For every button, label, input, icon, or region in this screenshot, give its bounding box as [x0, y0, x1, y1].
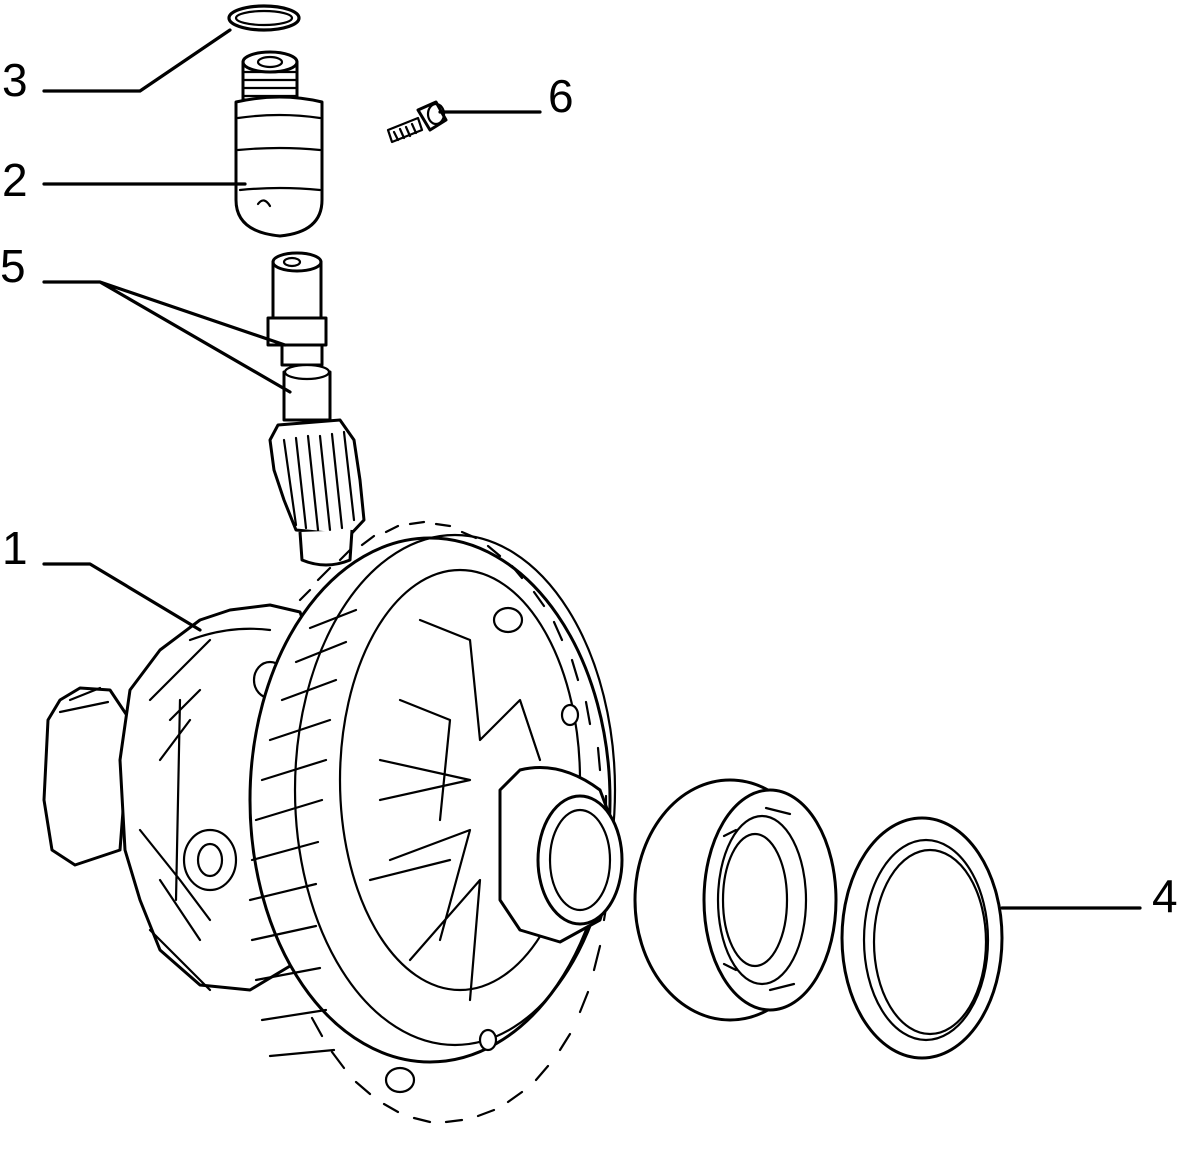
- leader-3: [42, 28, 232, 93]
- callout-labels: 3 2 5 1 6 4: [0, 54, 1178, 922]
- callout-3: 3: [2, 54, 28, 106]
- drive-shaft-pinion-part: [266, 251, 366, 567]
- seal-ring-part: [840, 816, 1004, 1060]
- ring-gear-teeth: [248, 520, 612, 1124]
- callout-4: 4: [1152, 870, 1178, 922]
- speedometer-bushing-part: [234, 50, 324, 238]
- differential-housing-part: [42, 520, 624, 1124]
- screw-part: [386, 100, 448, 144]
- o-ring-part: [227, 4, 301, 32]
- callout-2: 2: [2, 154, 28, 206]
- leader-lines: [42, 28, 1142, 910]
- taper-bearing-part: [633, 778, 838, 1022]
- callout-5: 5: [0, 240, 26, 292]
- callout-6: 6: [548, 70, 574, 122]
- leader-1: [42, 562, 202, 632]
- leader-5: [42, 280, 292, 394]
- callout-1: 1: [2, 522, 28, 574]
